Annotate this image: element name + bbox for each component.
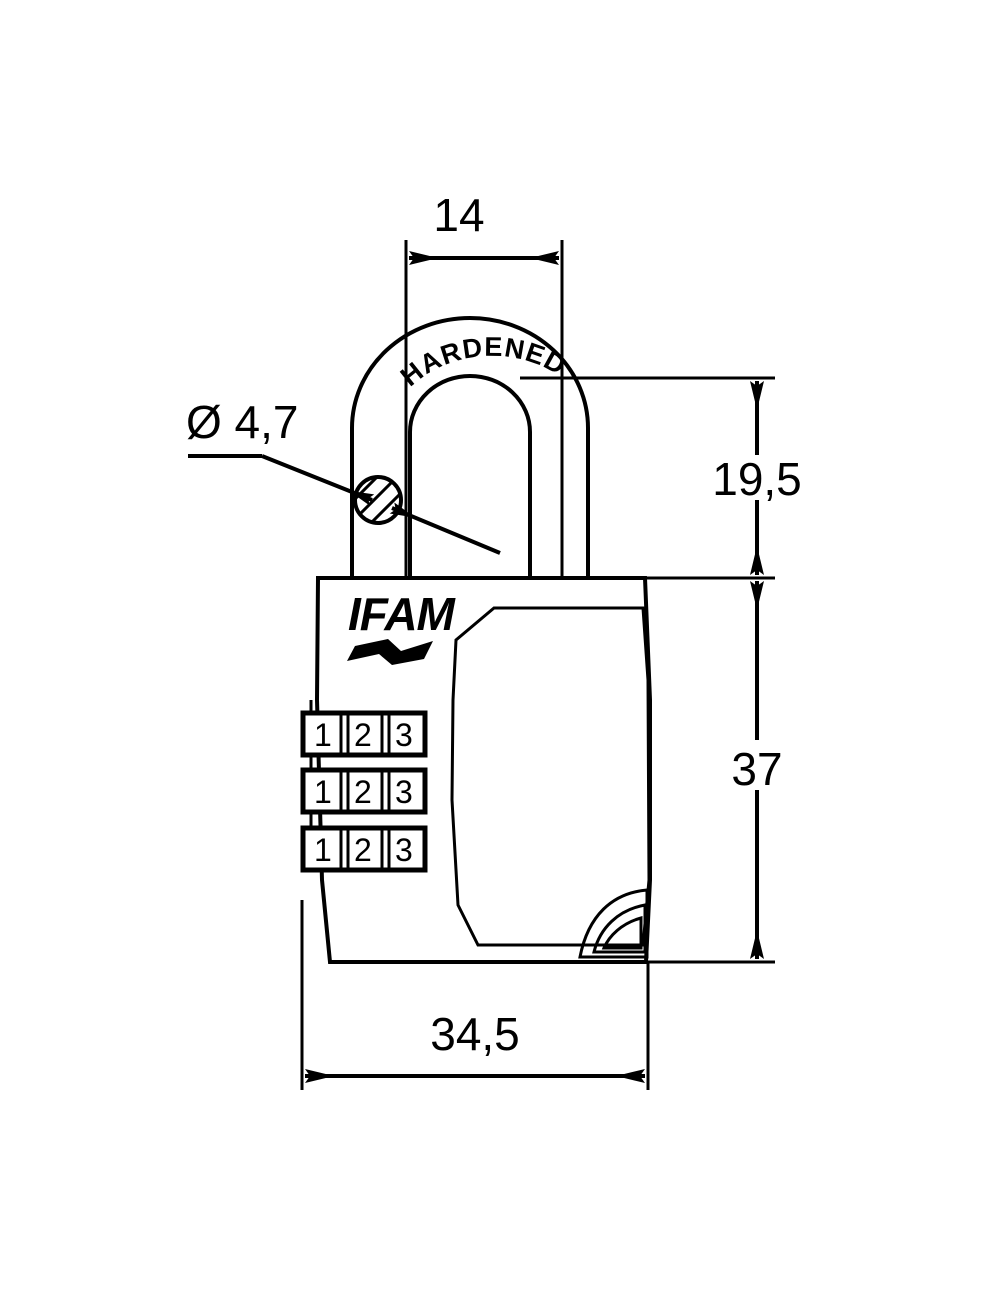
dial-row[interactable]: 1 2 3	[300, 767, 428, 815]
corner-detail-inner	[601, 916, 643, 950]
dial-digit: 1	[314, 774, 332, 810]
dial-digit: 2	[354, 774, 372, 810]
dimension-body-width: 34,5	[300, 900, 650, 1090]
dial-digit: 2	[354, 832, 372, 868]
dial-digit: 1	[314, 717, 332, 753]
dimension-shackle-width: 14	[404, 189, 564, 578]
dial-row[interactable]: 1 2 3	[300, 710, 428, 758]
diameter-leader: Ø 4,7	[186, 396, 501, 555]
dimension-label-diameter: Ø 4,7	[186, 396, 299, 448]
corner-detail-middle	[592, 903, 647, 954]
section-hatching	[355, 477, 401, 523]
dimension-label-37: 37	[731, 743, 782, 795]
dial-digit: 3	[395, 832, 413, 868]
dimension-label-14: 14	[433, 189, 484, 241]
shackle-outer-outline	[350, 316, 590, 578]
dimension-body-height: 37	[646, 581, 783, 964]
shackle-inner-outline	[408, 374, 532, 578]
dimension-label-34-5: 34,5	[430, 1008, 520, 1060]
brand-logo-chevron	[347, 639, 433, 665]
brand-logo-text: IFAM	[348, 588, 457, 640]
dial-digit: 2	[354, 717, 372, 753]
dimension-shackle-clearance: 19,5	[520, 376, 802, 580]
shackle-section-circle	[353, 475, 403, 525]
dial-row[interactable]: 1 2 3	[300, 825, 428, 873]
body-inner-panel	[450, 606, 651, 947]
dial-digit: 3	[395, 717, 413, 753]
dimension-label-19-5: 19,5	[712, 453, 802, 505]
combination-dials: 1 2 3 1 2 3 1	[300, 710, 428, 873]
brand-logo: IFAM	[347, 588, 458, 665]
dial-digit: 3	[395, 774, 413, 810]
dial-digit: 1	[314, 832, 332, 868]
corner-detail-outer	[578, 888, 649, 959]
